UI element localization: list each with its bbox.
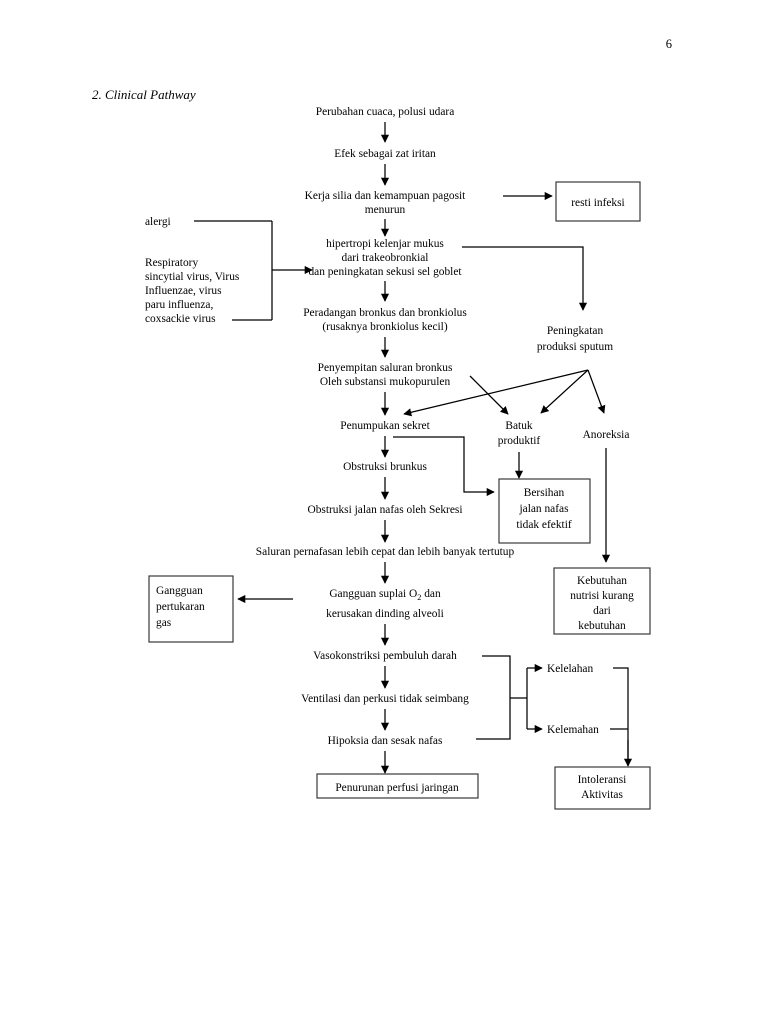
node-peradangan-line2: (rusaknya bronkiolus kecil) (322, 321, 447, 333)
node-nutrisi-line1: Kebutuhan (577, 575, 627, 587)
node-bersihan-line2: jalan nafas (518, 503, 569, 515)
node-kerja-silia-line1: Kerja silia dan kemampuan pagosit (305, 190, 467, 202)
node-pertukaran-line1: Gangguan (156, 585, 203, 597)
node-vasokonstriksi: Vasokonstriksi pembuluh darah (313, 650, 457, 662)
node-sputum-line1: Peningkatan (547, 325, 604, 337)
node-gangguan-suplai: Gangguan suplai O2 dan (329, 588, 441, 602)
node-penyempitan-line2: Oleh substansi mukopurulen (320, 376, 451, 388)
box-kebutuhan-nutrisi (553, 567, 651, 635)
arrow-sputum-to-anoreksia (587, 369, 606, 414)
node-virus-line3: Influenzae, virus (145, 285, 222, 297)
gangguan-suplai-suffix: dan (421, 588, 441, 600)
node-hipertropi-line2: dari trakeobronkial (342, 252, 429, 264)
node-kerusakan-alveoli: kerusakan dinding alveoli (326, 608, 444, 620)
node-intoleransi-line1: Intoleransi (578, 774, 627, 786)
node-perubahan-cuaca: Perubahan cuaca, polusi udara (316, 106, 455, 118)
node-bersihan-line3: tidak efektif (516, 519, 572, 531)
node-peradangan-line1: Peradangan bronkus dan bronkiolus (303, 307, 467, 319)
node-hipertropi-line3: dan peningkatan sekusi sel goblet (308, 266, 462, 278)
node-batuk-line2: produktif (498, 435, 541, 447)
node-intoleransi-line2: Aktivitas (581, 789, 623, 801)
node-penyempitan-line1: Penyempitan saluran bronkus (318, 362, 453, 374)
gangguan-suplai-subscript: 2 (417, 593, 421, 602)
node-hipertropi-line1: hipertropi kelenjar mukus (326, 238, 444, 250)
node-nutrisi-line2: nutrisi kurang (570, 590, 634, 602)
node-efek-iritan: Efek sebagai zat iritan (334, 148, 436, 160)
node-nutrisi-line3: dari (593, 605, 611, 617)
node-kerja-silia-line2: menurun (365, 204, 406, 216)
node-pertukaran-line2: pertukaran (156, 601, 205, 613)
node-penumpukan-sekret: Penumpukan sekret (340, 420, 430, 432)
connector-kelelahan-to-intoleransi (613, 667, 629, 765)
node-kelemahan: Kelemahan (547, 724, 599, 736)
node-virus-line4: paru influenza, (145, 299, 213, 311)
node-virus-line2: sincytial virus, Virus (145, 271, 240, 283)
node-batuk-line1: Batuk (505, 420, 533, 432)
node-pertukaran-line3: gas (156, 617, 172, 629)
node-sputum-line2: produksi sputum (537, 341, 613, 353)
node-virus-line1: Respiratory (145, 257, 198, 269)
connector-hipertropi-to-sputum (462, 246, 588, 311)
box-resti-infeksi (555, 181, 641, 222)
section-title: 2. Clinical Pathway (92, 87, 196, 102)
arrow-sputum-to-batuk (540, 369, 589, 414)
node-anoreksia: Anoreksia (583, 429, 630, 441)
node-kelelahan: Kelelahan (547, 663, 593, 675)
node-saluran-pernafasan: Saluran pernafasan lebih cepat dan lebih… (256, 546, 515, 558)
connector-penumpukan-to-bersihan (393, 436, 495, 497)
node-hipoksia: Hipoksia dan sesak nafas (328, 735, 443, 747)
arrow-penyempitan-to-batuk (469, 375, 509, 415)
node-ventilasi: Ventilasi dan perkusi tidak seimbang (301, 693, 469, 705)
page-number: 6 (665, 37, 672, 51)
gangguan-suplai-text: Gangguan suplai O (329, 588, 417, 600)
node-alergi: alergi (145, 216, 171, 228)
node-penurunan-perfusi: Penurunan perfusi jaringan (335, 782, 459, 794)
node-bersihan-line1: Bersihan (524, 487, 565, 499)
node-obstruksi-brunkus: Obstruksi brunkus (343, 461, 427, 473)
arrow-sputum-to-penumpukan (403, 369, 589, 417)
box-gangguan-pertukaran-gas (148, 575, 234, 643)
connector-vasokonstriksi-to-bus (476, 655, 511, 740)
box-intoleransi-aktivitas (554, 766, 651, 810)
node-nutrisi-line4: kebutuhan (578, 620, 626, 632)
node-resti-infeksi: resti infeksi (571, 197, 624, 209)
node-virus-line5: coxsackie virus (145, 313, 216, 325)
node-obstruksi-jalan-nafas: Obstruksi jalan nafas oleh Sekresi (307, 504, 462, 516)
box-penurunan-perfusi (316, 773, 479, 799)
box-bersihan-jalan-nafas (498, 478, 591, 544)
